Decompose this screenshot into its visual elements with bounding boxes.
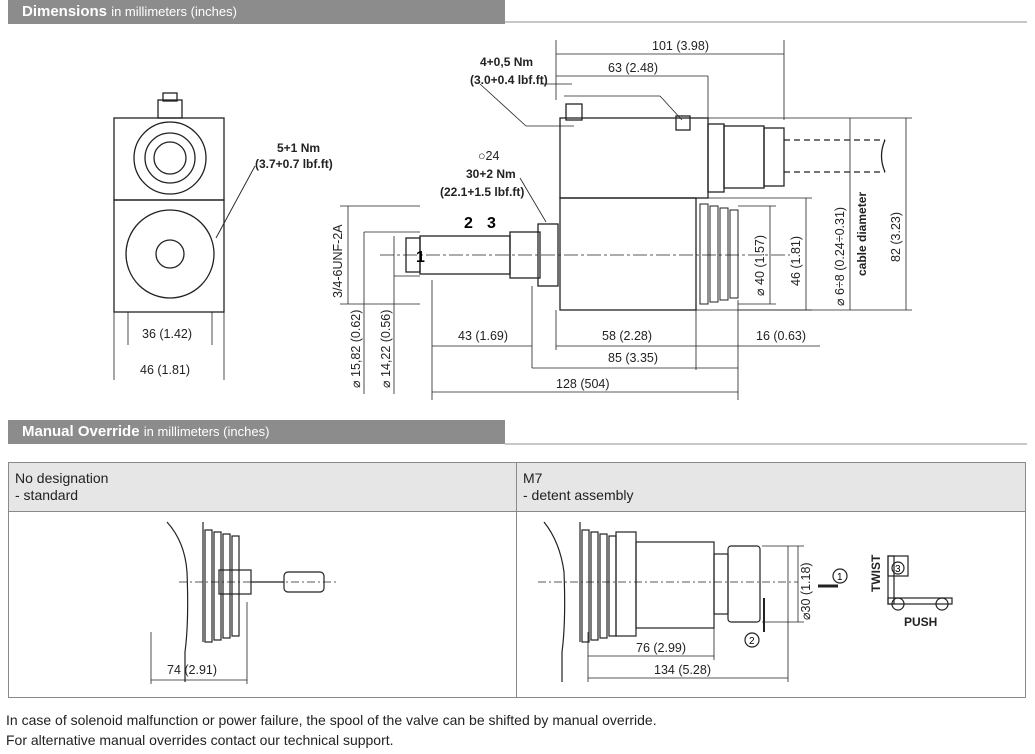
manual-override-table-header	[9, 463, 1025, 512]
wrench-size: ○24	[478, 149, 500, 163]
footnote-line-2: For alternative manual overrides contact…	[6, 732, 394, 748]
dim-63: 63 (2.48)	[608, 61, 658, 75]
m7-dim-d30: ⌀30 (1.18)	[799, 562, 813, 620]
dimensions-header-rule	[505, 21, 1027, 23]
dimensions-header: Dimensions in millimeters (inches)	[8, 0, 505, 24]
coil-bottom-block	[113, 199, 225, 313]
m7-twist-label: TWIST	[869, 554, 883, 592]
m7-dim-134: 134 (5.28)	[654, 663, 711, 677]
torque-coil-imperial: (3.0+0.4 lbf.ft)	[470, 73, 548, 87]
torque-coil: 4+0,5 Nm	[480, 55, 533, 69]
dim-82: 82 (3.23)	[889, 212, 903, 262]
dim-d14-22: ⌀ 14,22 (0.56)	[379, 310, 393, 388]
dimensions-subtitle: in millimeters (inches)	[111, 4, 237, 19]
table-column-divider	[516, 463, 517, 697]
m7-push-label: PUSH	[904, 615, 937, 629]
dim-46-height: 46 (1.81)	[789, 236, 803, 286]
dim-d40: ⌀ 40 (1.57)	[753, 235, 767, 296]
m7-step-1-marker: 1	[837, 572, 843, 583]
port-3-label: 3	[487, 215, 496, 232]
option-m7-title: M7	[523, 470, 543, 486]
torque-cartridge-imperial: (22.1+1.5 lbf.ft)	[440, 185, 524, 199]
coil-top-block	[113, 117, 225, 201]
manual-override-header: Manual Override in millimeters (inches)	[8, 420, 505, 444]
dim-thread: 3/4-6UNF-2A	[331, 224, 345, 298]
manual-override-subtitle: in millimeters (inches)	[143, 424, 270, 439]
dimensions-title: Dimensions	[22, 3, 108, 20]
torque-nut: 5+1 Nm	[277, 141, 320, 155]
torque-nut-imperial: (3.7+0.7 lbf.ft)	[255, 157, 333, 171]
port-1-label: 1	[416, 249, 425, 266]
dim-43: 43 (1.69)	[458, 329, 508, 343]
dim-85: 85 (3.35)	[608, 351, 658, 365]
dim-16: 16 (0.63)	[756, 329, 806, 343]
port-2-label: 2	[464, 215, 473, 232]
manual-override-title: Manual Override	[22, 423, 140, 440]
m7-dim-76: 76 (2.99)	[636, 641, 686, 655]
manual-override-table: No designation - standard M7 - detent as…	[8, 462, 1026, 698]
option-standard-title: No designation	[15, 470, 109, 486]
dim-58: 58 (2.28)	[602, 329, 652, 343]
option-m7-desc: - detent assembly	[523, 487, 634, 503]
dim-cable: ⌀ 6÷8 (0.24÷0.31)	[833, 207, 847, 306]
m7-step-2-marker: 2	[749, 636, 755, 647]
m7-override-drawing: 1 2 3 76 (2.99) 134 (5.28) ⌀30 (1.18) TW…	[538, 521, 953, 682]
torque-cartridge: 30+2 Nm	[466, 167, 516, 181]
manual-override-header-rule	[505, 443, 1027, 445]
dimensions-drawing: 4+0,5 Nm (3.0+0.4 lbf.ft) 5+1 Nm (3.7+0.…	[113, 39, 912, 400]
dim-128: 128 (504)	[556, 377, 610, 391]
dim-36: 36 (1.42)	[142, 327, 192, 341]
standard-override-drawing: 74 (2.91)	[150, 521, 339, 684]
dim-46-width: 46 (1.81)	[140, 363, 190, 377]
dim-d15-82: ⌀ 15,82 (0.62)	[349, 310, 363, 388]
standard-dim-74: 74 (2.91)	[167, 663, 217, 677]
m7-step-3-marker: 3	[895, 564, 901, 575]
cable-label: cable diameter	[855, 192, 869, 276]
footnote-line-1: In case of solenoid malfunction or power…	[6, 712, 657, 728]
option-m7-heading: M7 - detent assembly	[517, 463, 1025, 511]
option-standard-desc: - standard	[15, 487, 79, 503]
dim-101: 101 (3.98)	[652, 39, 709, 53]
option-standard-heading: No designation - standard	[9, 463, 516, 511]
